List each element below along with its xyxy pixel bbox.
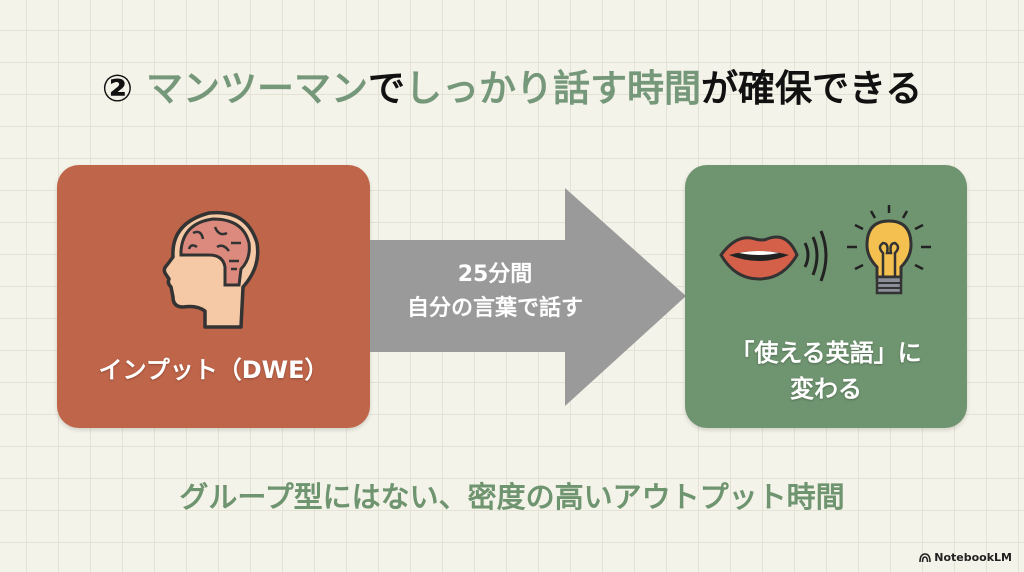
lightbulb-icon xyxy=(847,205,931,295)
notebooklm-brand: NotebookLM xyxy=(919,551,1012,564)
arrow-text: 25分間 自分の言葉で話す xyxy=(370,258,620,326)
result-box: 「使える英語」に 変わる xyxy=(685,165,967,428)
title-part2: で xyxy=(367,67,405,110)
input-box: インプット（DWE） xyxy=(57,165,370,428)
slide-title: ② マンツーマンでしっかり話す時間が確保できる xyxy=(0,58,1024,112)
bottom-caption: グループ型にはない、密度の高いアウトプット時間 xyxy=(179,480,845,514)
notebooklm-logo-icon xyxy=(919,553,932,562)
head-brain-icon xyxy=(162,210,260,329)
result-line2: 変わる xyxy=(790,375,862,403)
result-label: 「使える英語」に 変わる xyxy=(685,335,967,407)
arrow-line2: 自分の言葉で話す xyxy=(406,296,583,321)
result-line1: 「使える英語」に xyxy=(730,339,922,367)
title-number: ② xyxy=(101,67,134,110)
title-part4: が確保できる xyxy=(700,67,923,110)
brand-text: NotebookLM xyxy=(934,551,1012,564)
lips-speaking-icon xyxy=(719,230,828,282)
arrow-line1: 25分間 xyxy=(457,262,533,287)
title-part1: マンツーマン xyxy=(145,67,368,110)
title-part3: しっかり話す時間 xyxy=(404,67,701,110)
arrow-shape xyxy=(370,188,686,406)
input-label: インプット（DWE） xyxy=(98,356,329,384)
